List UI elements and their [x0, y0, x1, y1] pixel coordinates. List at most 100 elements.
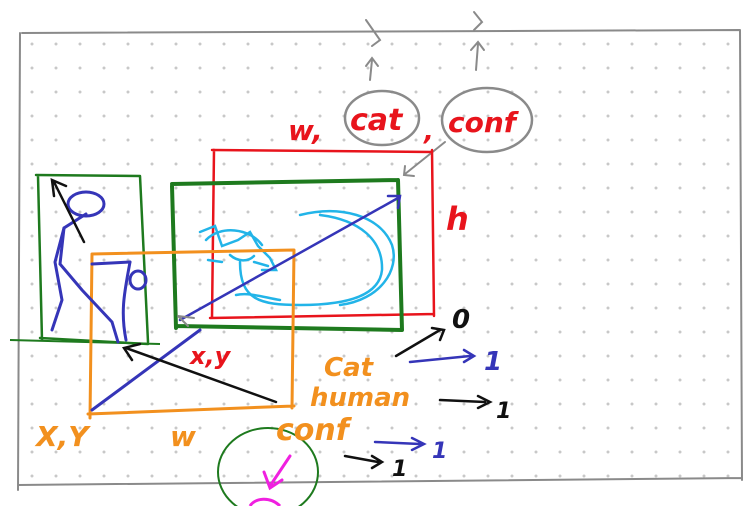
grid-dot	[150, 234, 154, 238]
grid-dot	[606, 282, 610, 286]
grid-dot	[390, 474, 394, 478]
grid-dot	[318, 378, 322, 382]
grid-dot	[102, 354, 106, 358]
grid-dot	[30, 450, 34, 454]
grid-dot	[270, 474, 274, 478]
grid-dot	[342, 258, 346, 262]
grid-dot	[126, 426, 130, 430]
grid-dot	[510, 258, 514, 262]
grid-dot	[630, 42, 634, 46]
grid-dot	[222, 114, 226, 118]
grid-dot	[222, 138, 226, 142]
grid-dot	[294, 474, 298, 478]
grid-dot	[78, 42, 82, 46]
grid-dot	[126, 114, 130, 118]
grid-dot	[534, 450, 538, 454]
grid-dot	[78, 66, 82, 70]
grid-dot	[318, 258, 322, 262]
grid-dot	[222, 258, 226, 262]
grid-dot	[582, 282, 586, 286]
grid-dot	[198, 474, 202, 478]
grid-dot	[630, 66, 634, 70]
grid-dot	[726, 330, 730, 334]
grid-dot	[582, 42, 586, 46]
grid-dot	[486, 162, 490, 166]
grid-dot	[270, 282, 274, 286]
grid-dot	[150, 90, 154, 94]
grid-dot	[246, 210, 250, 214]
grid-dot	[342, 66, 346, 70]
grid-dot	[102, 42, 106, 46]
grid-dot	[438, 162, 442, 166]
diagonal-orange	[90, 328, 202, 412]
grid-dot	[606, 162, 610, 166]
grid-dot	[54, 162, 58, 166]
grid-dot	[78, 210, 82, 214]
grid-dot	[30, 210, 34, 214]
grid-dot	[582, 66, 586, 70]
grid-dot	[534, 378, 538, 382]
grid-dot	[486, 330, 490, 334]
grid-dot	[270, 378, 274, 382]
grid-dot	[414, 234, 418, 238]
grid-dot	[30, 90, 34, 94]
grid-dot	[390, 186, 394, 190]
grid-dot	[510, 66, 514, 70]
grid-dot	[246, 426, 250, 430]
grid-dot	[30, 114, 34, 118]
grid-dot	[462, 114, 466, 118]
grid-dot	[198, 282, 202, 286]
grid-dot	[534, 234, 538, 238]
grid-dot	[246, 114, 250, 118]
grid-dot	[510, 474, 514, 478]
grid-dot	[438, 450, 442, 454]
grid-dot	[510, 354, 514, 358]
grid-dot	[630, 258, 634, 262]
grid-dot	[654, 354, 658, 358]
grid-dot	[486, 306, 490, 310]
grid-dot	[558, 42, 562, 46]
grid-dot	[342, 354, 346, 358]
grid-dot	[678, 138, 682, 142]
grid-dot	[558, 162, 562, 166]
grid-dot	[606, 114, 610, 118]
grid-dot	[678, 330, 682, 334]
grid-dot	[294, 282, 298, 286]
grid-dot	[654, 234, 658, 238]
grid-dot	[414, 474, 418, 478]
grid-dot	[174, 402, 178, 406]
grid-dot	[102, 378, 106, 382]
grid-dot	[558, 114, 562, 118]
grid-dot	[702, 162, 706, 166]
grid-dot	[558, 234, 562, 238]
grid-dot	[198, 378, 202, 382]
grid-dot	[558, 474, 562, 478]
grid-dot	[198, 162, 202, 166]
grid-dot	[294, 66, 298, 70]
output-one-conf-black: 1	[392, 457, 407, 482]
grid-dot	[438, 426, 442, 430]
grid-dot	[150, 282, 154, 286]
grid-dot	[678, 450, 682, 454]
grid-dot	[150, 42, 154, 46]
grid-dot	[222, 306, 226, 310]
grid-dot	[366, 474, 370, 478]
grid-dot	[222, 42, 226, 46]
grid-dot	[126, 210, 130, 214]
grid-dot	[126, 162, 130, 166]
grid-dot	[126, 66, 130, 70]
grid-dot	[366, 282, 370, 286]
grid-dot	[78, 138, 82, 142]
grid-dot	[270, 162, 274, 166]
grid-dot	[726, 114, 730, 118]
grid-dot	[318, 162, 322, 166]
grid-dot	[318, 426, 322, 430]
grid-dot	[582, 306, 586, 310]
grid-dot	[678, 234, 682, 238]
grid-dot	[486, 66, 490, 70]
conf-box-label: conf	[448, 106, 520, 139]
grid-dot	[462, 426, 466, 430]
grid-dot	[54, 210, 58, 214]
grid-dot	[342, 450, 346, 454]
grid-dot	[678, 426, 682, 430]
